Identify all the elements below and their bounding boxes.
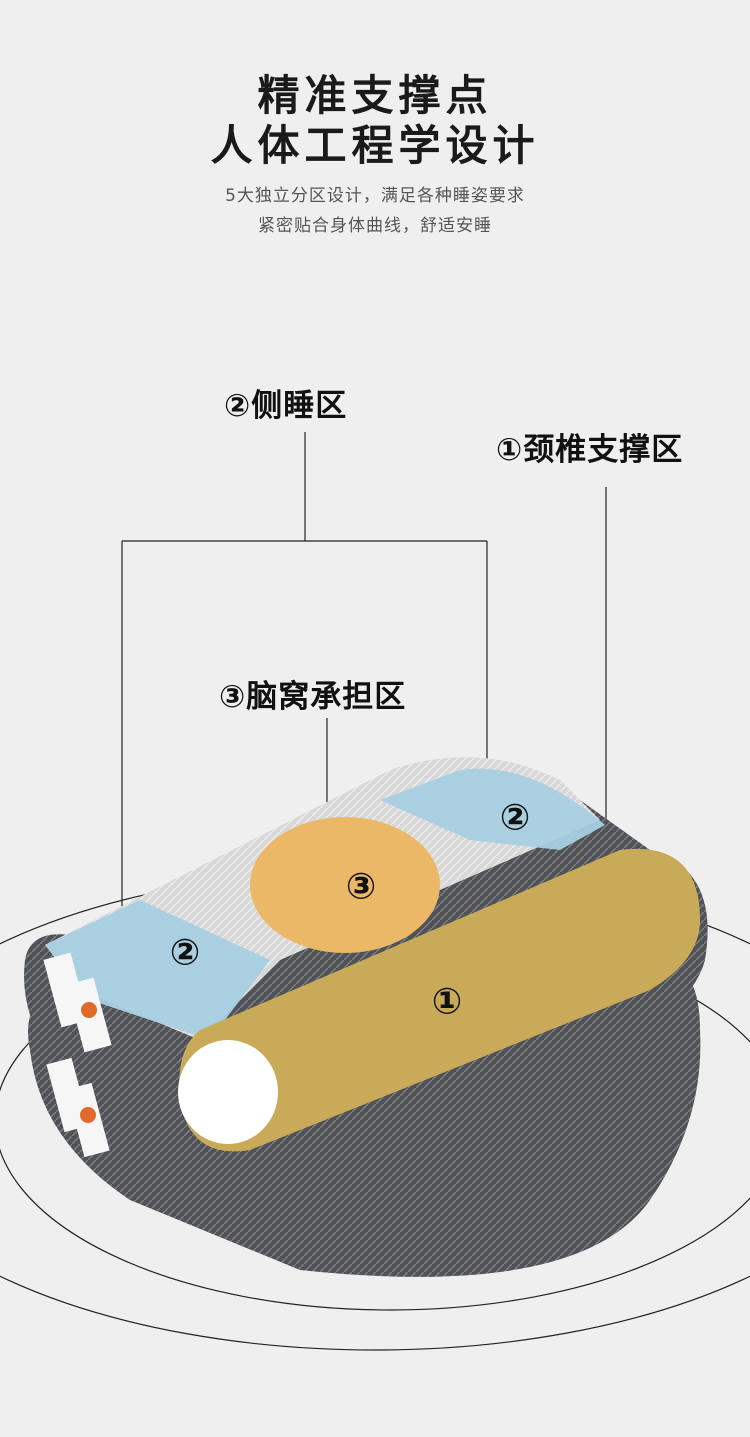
side-zone-right (380, 768, 605, 850)
subtitle-line1: 5大独立分区设计，满足各种睡姿要求 (225, 186, 525, 206)
zone-label-head-cradle: ③脑窝承担区 (219, 679, 407, 715)
page-title-line2: 人体工程学设计 (210, 121, 540, 170)
side-zone-left (45, 900, 270, 1040)
neck-roll-end (178, 1040, 278, 1144)
subtitle-line2: 紧密贴合身体曲线，舒适安睡 (258, 216, 492, 236)
marker-side-right: ② (499, 797, 531, 839)
zone-label-side-sleep: ②侧睡区 (224, 388, 348, 424)
marker-neck: ① (431, 981, 463, 1023)
neck-zone (179, 848, 700, 1152)
head-zone (250, 817, 440, 953)
marker-head: ③ (345, 866, 377, 908)
marker-side-left: ② (169, 932, 201, 974)
page-title-line1: 精准支撑点 (257, 71, 493, 120)
zone-label-neck-support: ①颈椎支撑区 (496, 432, 684, 468)
